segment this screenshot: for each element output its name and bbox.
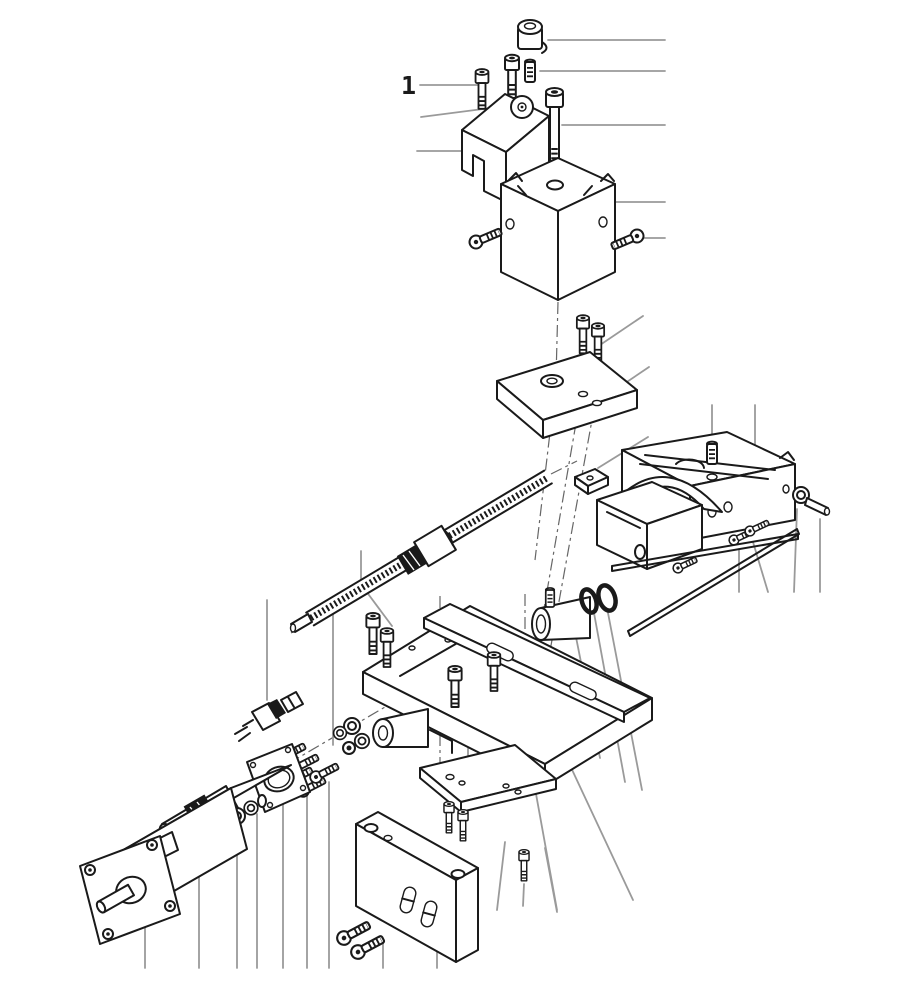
cap-screw-1 [476, 69, 489, 109]
callout-label-1: 1 [401, 71, 416, 100]
rail-gib [423, 603, 651, 723]
leader-lines [144, 39, 821, 969]
leader-line [793, 508, 798, 593]
o-rings [579, 583, 618, 615]
plate-screw-a [577, 315, 589, 353]
jaw-set-screw [707, 442, 717, 464]
leader-line [599, 315, 644, 346]
column-block [500, 157, 616, 301]
grub-screw-top [525, 60, 535, 82]
leader-line [522, 883, 525, 907]
pin-right [804, 497, 831, 516]
gauge-rod [627, 528, 800, 637]
cap-screw-a [505, 55, 519, 98]
set-screw-hole [706, 473, 718, 481]
side-screw-left [467, 225, 503, 250]
shaft-nut [342, 741, 356, 755]
cap-bushing [517, 19, 548, 54]
leader-line [752, 541, 769, 593]
side-hole-right [598, 216, 608, 228]
mounting-plate [496, 351, 638, 439]
shaft-washers [228, 794, 267, 825]
drive-nut [413, 524, 457, 568]
side-hole-left [505, 218, 515, 230]
gib-strip [611, 533, 799, 572]
plug-connector [234, 691, 304, 742]
shaft-washer [353, 732, 371, 750]
lead-screw [289, 469, 553, 633]
leader-line [544, 847, 558, 913]
motor-mount-plate [355, 811, 479, 963]
stepper-motor [79, 764, 292, 945]
bearing-block [531, 588, 591, 641]
bolt-hole [546, 179, 564, 191]
jaw-stub [634, 544, 646, 560]
key-block [574, 468, 609, 495]
adapter-plate [419, 744, 557, 813]
bearing-boss [372, 708, 429, 748]
leader-line [496, 841, 506, 911]
